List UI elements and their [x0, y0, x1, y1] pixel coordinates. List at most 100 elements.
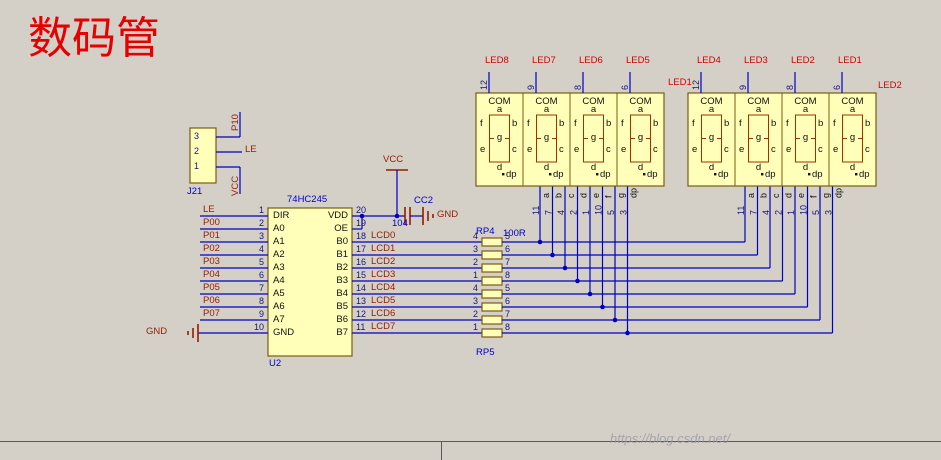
pin-number: 5: [505, 283, 511, 293]
segment-letter-g: g: [847, 132, 858, 143]
net-label: P00: [203, 217, 220, 228]
segment-letter-g: g: [588, 132, 599, 143]
u2-body: [267, 207, 353, 357]
decimal-point: [714, 173, 717, 176]
display-designator: LED1: [668, 77, 692, 88]
led-net-label: LED2: [791, 55, 815, 66]
pin-name: B3: [336, 275, 348, 286]
segment-letter-a: a: [590, 104, 597, 115]
pin-name: A4: [273, 275, 285, 286]
decimal-point: [855, 173, 858, 176]
decimal-point: [502, 173, 505, 176]
segment-letter-dp: dp: [812, 169, 823, 180]
j21-pin-number: 1: [194, 161, 200, 171]
segment-letter-dp: dp: [647, 169, 658, 180]
net-label: P02: [203, 243, 220, 254]
pin-name: A5: [273, 288, 285, 299]
segment-letter-c: c: [559, 144, 564, 155]
com-pin-number: 9: [738, 85, 748, 90]
pin-number: 5: [505, 231, 511, 241]
cap-designator: CC2: [414, 195, 434, 206]
net-label: LCD3: [371, 269, 396, 280]
com-label: COM: [535, 96, 558, 107]
segment-letter-d: d: [496, 162, 503, 173]
pin-number: 4: [472, 283, 478, 293]
pin-number: 12: [356, 309, 367, 319]
net-label: P05: [203, 282, 220, 293]
segment-pin-letter: e: [796, 193, 806, 198]
segment-letter-e: e: [574, 144, 580, 155]
junction-dot: [562, 265, 568, 271]
j21-pin-number: 2: [194, 146, 200, 156]
segment-letter-a: a: [637, 104, 644, 115]
gnd-label-right: GND: [437, 209, 459, 220]
resistor-body: [481, 237, 503, 247]
pin-name: A0: [273, 223, 285, 234]
net-label: LCD5: [371, 295, 396, 306]
pin-name: GND: [273, 327, 295, 338]
pin-number: 5: [258, 257, 264, 267]
resistor-body: [481, 289, 503, 299]
segment-letter-f: f: [786, 118, 789, 129]
led-net-label: LED8: [485, 55, 509, 66]
j21-designator: J21: [187, 186, 203, 197]
cap-value: 104: [392, 218, 408, 229]
rp5-designator: RP5: [476, 347, 495, 358]
led-net-label: LED7: [532, 55, 556, 66]
segment-pin-number: 3: [619, 210, 629, 215]
resistor-body: [481, 315, 503, 325]
segment-letter-dp: dp: [765, 169, 776, 180]
net-label: P06: [203, 295, 220, 306]
j21-pin-number: 3: [194, 131, 200, 141]
pin-number: 19: [356, 218, 367, 228]
junction-dot: [550, 252, 555, 258]
pin-number: 3: [258, 231, 264, 241]
segment-letter-b: b: [865, 118, 871, 129]
pin-number: 14: [356, 283, 367, 293]
segment-letter-g: g: [635, 132, 646, 143]
pin-number: 18: [356, 231, 367, 241]
com-label: COM: [794, 96, 817, 107]
net-label: P01: [203, 230, 220, 241]
segment-letter-b: b: [771, 118, 777, 129]
com-pin-number: 12: [691, 80, 701, 90]
pin-number: 6: [258, 270, 264, 280]
u2-designator: U2: [269, 358, 282, 369]
segment-pin-letter: e: [591, 193, 601, 198]
junction-dot: [612, 317, 618, 323]
pin-number: 2: [258, 218, 264, 228]
pin-number: 4: [258, 244, 264, 254]
segment-letter-b: b: [653, 118, 659, 129]
junction-dot: [394, 213, 400, 219]
pin-number: 2: [472, 257, 478, 267]
pin-number: 1: [472, 322, 478, 332]
segment-letter-d: d: [590, 162, 597, 173]
pin-number: 1: [472, 270, 478, 280]
segment-letter-d: d: [543, 162, 550, 173]
segment-pin-number: 7: [749, 210, 759, 215]
segment-pin-letter: dp: [629, 188, 639, 198]
pin-number: 10: [253, 322, 264, 332]
segment-pin-number: 5: [811, 210, 821, 215]
display-designator: LED2: [878, 80, 902, 91]
pin-name: OE: [334, 223, 348, 234]
net-label: LCD1: [371, 243, 396, 254]
led-net-label: LED6: [579, 55, 603, 66]
segment-letter-c: c: [653, 144, 658, 155]
com-label: COM: [488, 96, 511, 107]
com-label: COM: [841, 96, 864, 107]
resistor-body: [481, 263, 503, 273]
net-label: LCD4: [371, 282, 396, 293]
resistor-body: [481, 250, 503, 260]
net-label: LCD0: [371, 230, 396, 241]
pin-number: 3: [472, 296, 478, 306]
pin-number: 4: [472, 231, 478, 241]
segment-pin-number: 1: [786, 210, 796, 215]
junction-dot: [600, 304, 605, 310]
segment-pin-number: 10: [799, 205, 809, 215]
segment-pin-number: 3: [824, 210, 834, 215]
segment-letter-b: b: [606, 118, 612, 129]
net-label: LCD7: [371, 321, 396, 332]
decimal-point: [549, 173, 552, 176]
pin-name: A7: [273, 314, 285, 325]
